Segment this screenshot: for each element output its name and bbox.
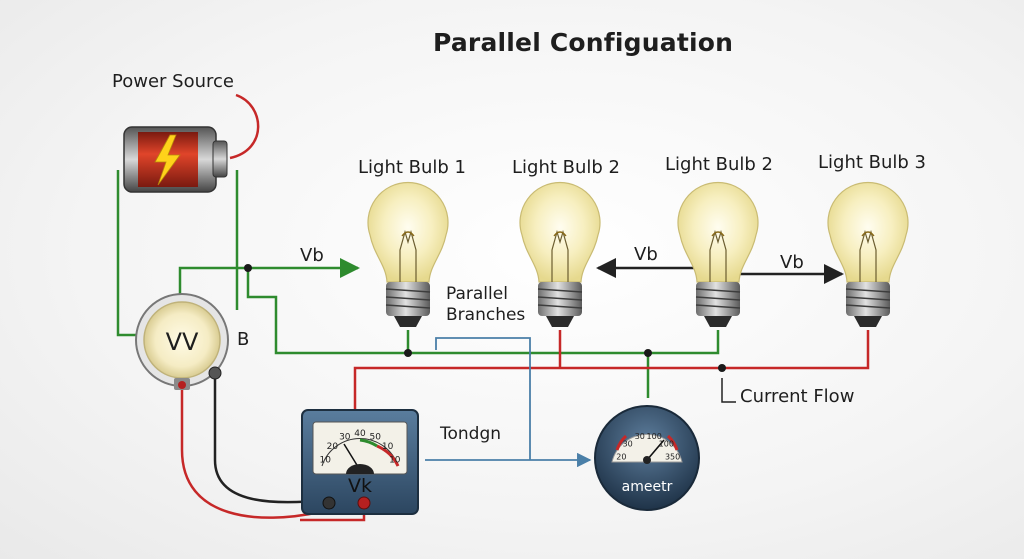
analog-meter-label: Vk xyxy=(348,475,372,497)
bulb-2a-label: Light Bulb 2 xyxy=(512,157,620,178)
ammeter-tick-label: 30 xyxy=(623,440,633,449)
light-bulb-icon-1 xyxy=(367,181,449,327)
analog-meter-tick-label: 10 xyxy=(389,456,401,466)
vb-label-3: Vb xyxy=(780,252,804,273)
power-source-label: Power Source xyxy=(112,71,234,92)
tondgn-label: Tondgn xyxy=(440,424,502,444)
analog-meter-tick-label: 50 xyxy=(369,432,381,442)
ammeter-tick-label: 350 xyxy=(665,453,680,462)
parallel-branches-label-line1: Parallel xyxy=(446,284,508,304)
light-bulb-icon-2b xyxy=(677,181,759,327)
analog-meter-tick-label: 10 xyxy=(319,456,331,466)
ammeter-tick-label: 30 xyxy=(635,432,645,441)
ammeter-label: ameetr xyxy=(622,479,673,495)
ammeter-tick-label: 100 xyxy=(659,440,674,449)
junction-dots xyxy=(244,264,726,372)
bulb-2b-label: Light Bulb 2 xyxy=(665,154,773,175)
ammeter-tick-label: 20 xyxy=(616,453,626,462)
voltmeter-icon: VV xyxy=(135,293,229,390)
analog-meter-tick-label: 20 xyxy=(327,442,339,452)
green-wires xyxy=(116,170,720,398)
b-node-label: B xyxy=(237,329,250,350)
vb-label-2: Vb xyxy=(634,244,658,265)
light-bulb-icon-2a xyxy=(519,181,601,327)
voltmeter-label: VV xyxy=(166,328,199,356)
bulb-1-label: Light Bulb 1 xyxy=(358,157,466,178)
bulb-3-label: Light Bulb 3 xyxy=(818,152,926,173)
light-bulb-icon-3 xyxy=(827,181,909,327)
parallel-branches-label-line2: Branches xyxy=(446,305,526,325)
analog-meter-tick-label: 10 xyxy=(382,442,394,452)
vb-label-1: Vb xyxy=(300,245,324,266)
analog-meter-tick-label: 40 xyxy=(354,429,366,439)
current-flow-label: Current Flow xyxy=(740,386,855,407)
ammeter-tick-label: 100 xyxy=(647,432,662,441)
page-title: Parallel Configuation xyxy=(433,28,734,57)
blue-wires xyxy=(425,337,592,468)
battery-icon xyxy=(123,126,228,193)
analog-meter-tick-label: 30 xyxy=(339,432,351,442)
